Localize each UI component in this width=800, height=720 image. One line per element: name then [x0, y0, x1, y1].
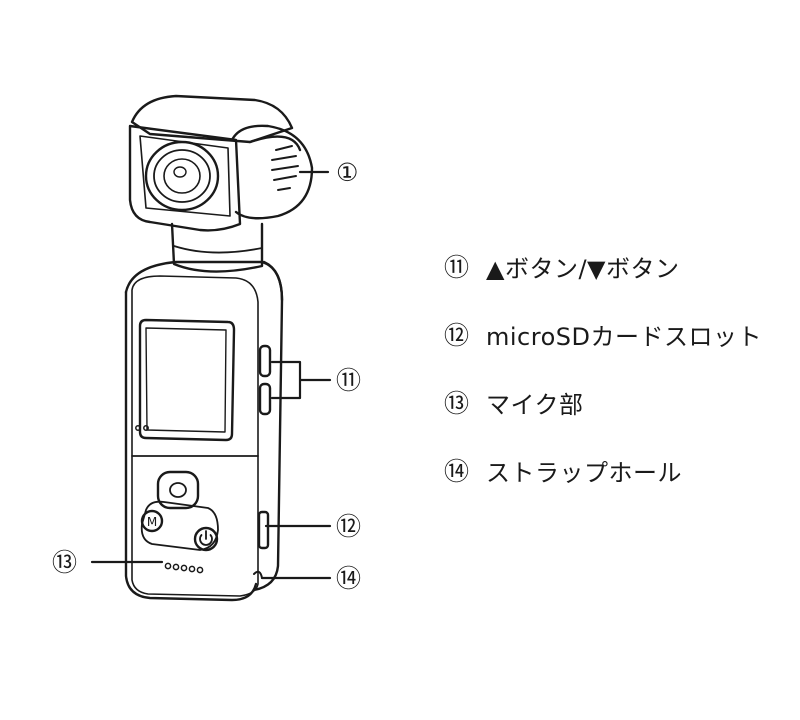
power-icon — [199, 530, 213, 546]
side-up-down-buttons[interactable] — [258, 344, 272, 416]
legend-number: ⑬ — [444, 389, 470, 418]
legend-number: ⑪ — [444, 253, 470, 282]
parts-legend: ⑪ ▲ボタン/▼ボタン ⑫ microSDカードスロット ⑬ マイク部 ⑭ スト… — [444, 246, 762, 518]
strap-hole[interactable] — [253, 570, 263, 579]
shutter-button[interactable] — [156, 470, 200, 510]
legend-number: ⑭ — [444, 457, 470, 486]
legend-item-strap-hole: ⑭ ストラップホール — [444, 450, 762, 490]
legend-label: マイク部 — [486, 390, 584, 419]
mode-glyph: M — [147, 515, 157, 529]
legend-item-side-buttons: ⑪ ▲ボタン/▼ボタン — [444, 246, 762, 286]
motor-grille-icon — [271, 145, 299, 191]
callout-number-12: ⑫ — [336, 512, 361, 541]
leader-lines — [90, 170, 332, 580]
legend-label: ストラップホール — [486, 458, 682, 487]
camera-body — [124, 260, 284, 602]
gimbal-neck — [170, 222, 264, 273]
legend-label: microSDカードスロット — [486, 322, 762, 351]
legend-number: ⑫ — [444, 321, 470, 350]
legend-label: ▲ボタン/▼ボタン — [486, 254, 680, 283]
callout-number-14: ⑭ — [336, 564, 361, 593]
legend-item-microsd-slot: ⑫ microSDカードスロット — [444, 314, 762, 354]
mode-button[interactable] — [140, 500, 219, 551]
camera-head — [128, 94, 314, 232]
motor-housing — [230, 124, 314, 220]
microsd-slot[interactable] — [257, 510, 270, 550]
display-screen — [138, 318, 236, 442]
indicator-lights — [135, 425, 149, 431]
callout-number-1: ① — [336, 158, 358, 187]
callout-number-11: ⑪ — [336, 366, 361, 395]
lens-icon — [144, 140, 220, 212]
power-button[interactable] — [193, 526, 219, 552]
mic-holes — [164, 562, 204, 574]
callout-number-13: ⑬ — [52, 548, 77, 577]
legend-item-mic: ⑬ マイク部 — [444, 382, 762, 422]
